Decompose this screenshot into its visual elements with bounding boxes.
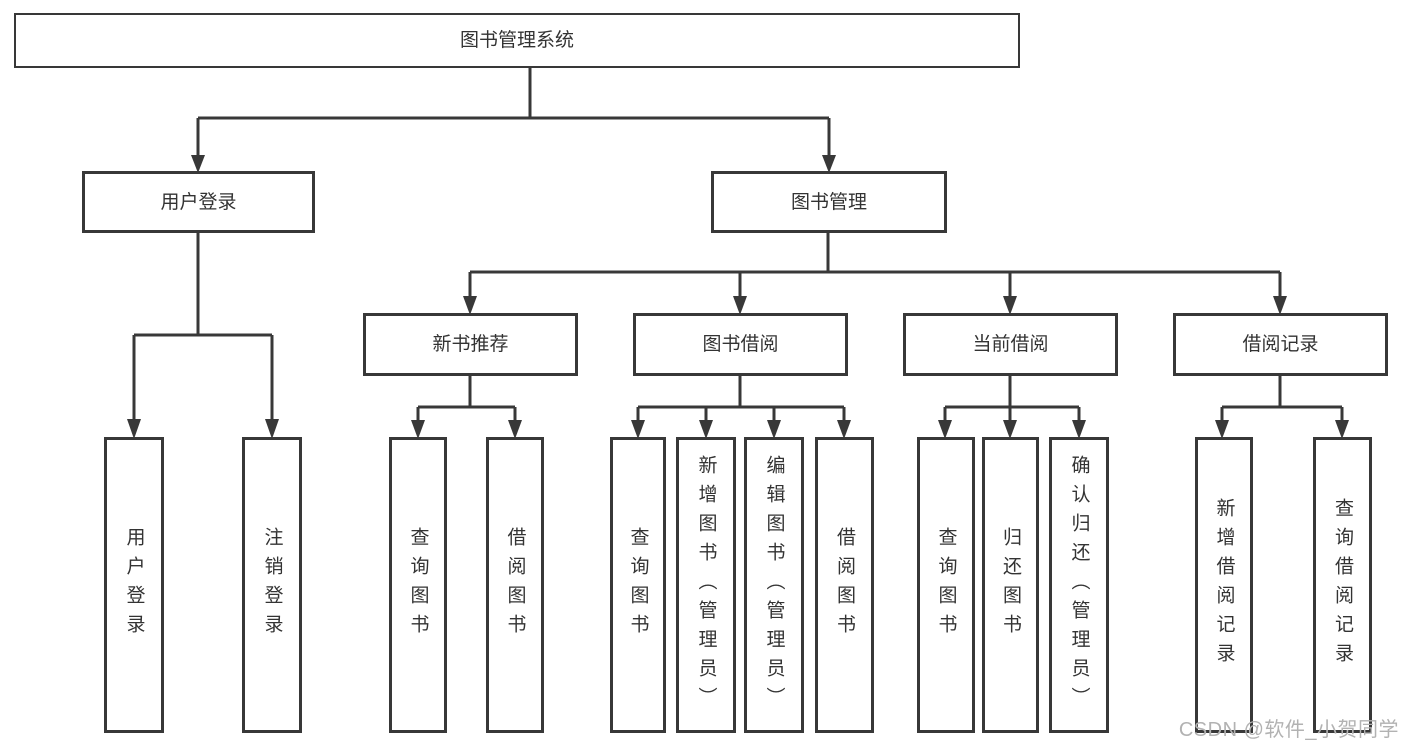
node-label: 查询借阅记录	[1332, 498, 1353, 672]
node-user-login: 用户登录	[82, 171, 315, 233]
node-label: 新增图书（管理员）	[695, 454, 717, 716]
node-label: 查询图书	[935, 527, 957, 643]
leaf-query-books-1: 查询图书	[389, 437, 447, 733]
node-label: 新增借阅记录	[1213, 498, 1235, 672]
node-label: 借阅记录	[1242, 334, 1319, 355]
node-book-borrow: 图书借阅	[633, 313, 848, 376]
node-label: 图书管理系统	[459, 30, 574, 51]
node-label: 用户登录	[123, 527, 145, 643]
leaf-logout: 注销登录	[242, 437, 302, 733]
node-label: 查询图书	[407, 527, 429, 643]
node-label: 用户登录	[160, 191, 237, 213]
connector-current-borrow	[938, 376, 1086, 439]
leaf-borrow-books-2: 借阅图书	[815, 437, 874, 733]
connector-user-login	[127, 233, 279, 439]
leaf-add-book-admin: 新增图书（管理员）	[676, 437, 736, 733]
leaf-confirm-return-admin: 确认归还（管理员）	[1049, 437, 1109, 733]
leaf-return-book: 归还图书	[982, 437, 1039, 733]
node-current-borrow: 当前借阅	[903, 313, 1118, 376]
connector-root	[191, 68, 836, 173]
leaf-borrow-books-1: 借阅图书	[486, 437, 544, 733]
leaf-add-borrow-record: 新增借阅记录	[1195, 437, 1253, 733]
leaf-user-login: 用户登录	[104, 437, 164, 733]
node-root: 图书管理系统	[14, 13, 1020, 68]
node-book-management: 图书管理	[711, 171, 947, 233]
node-label: 编辑图书（管理员）	[763, 454, 785, 716]
connector-new-book-recommend	[411, 376, 522, 439]
connector-book-borrow	[631, 376, 851, 439]
connector-book-management	[463, 233, 1287, 315]
leaf-query-borrow-record: 查询借阅记录	[1313, 437, 1372, 733]
connector-borrow-records	[1215, 376, 1349, 439]
csdn-watermark: CSDN @软件_小贺同学	[1178, 719, 1399, 741]
leaf-query-books-3: 查询图书	[917, 437, 975, 733]
node-new-book-recommend: 新书推荐	[363, 313, 578, 376]
leaf-query-books-2: 查询图书	[610, 437, 666, 733]
node-label: 确认归还（管理员）	[1068, 454, 1090, 716]
leaf-edit-book-admin: 编辑图书（管理员）	[744, 437, 804, 733]
node-label: 借阅图书	[834, 527, 855, 643]
node-borrow-records: 借阅记录	[1173, 313, 1388, 376]
node-label: 新书推荐	[432, 334, 509, 355]
node-label: 图书借阅	[702, 334, 779, 355]
node-label: 借阅图书	[504, 527, 526, 643]
node-label: 注销登录	[261, 527, 283, 643]
node-label: 图书管理	[790, 191, 867, 213]
node-label: 当前借阅	[972, 334, 1049, 355]
node-label: 归还图书	[1000, 527, 1021, 643]
node-label: 查询图书	[627, 527, 649, 643]
